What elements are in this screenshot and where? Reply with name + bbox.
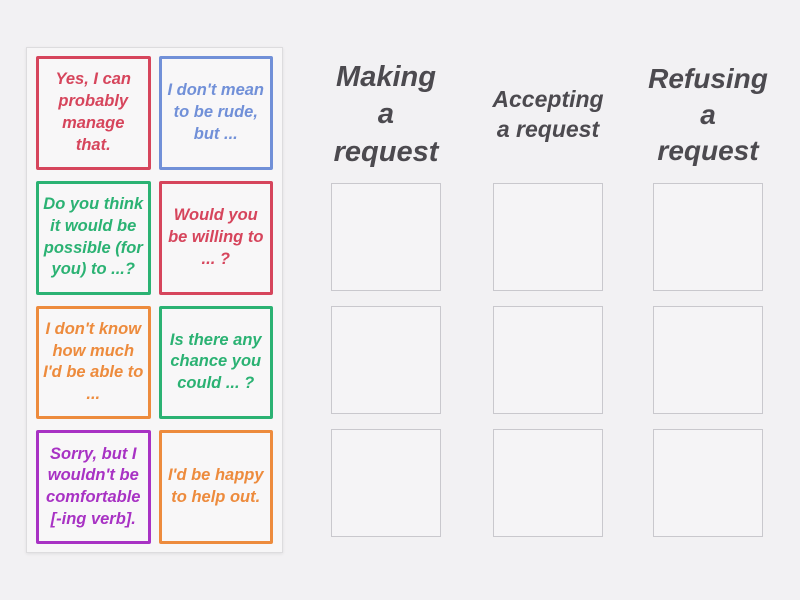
phrase-card[interactable]: Sorry, but I wouldn't be comfortable [-i…	[36, 430, 151, 544]
phrase-card[interactable]: Would you be willing to ... ?	[158, 180, 273, 295]
drop-zone[interactable]	[493, 429, 603, 537]
drop-zone[interactable]	[331, 429, 441, 537]
category-title-refusing-a-request: Refusing a request	[648, 63, 768, 166]
drop-zone[interactable]	[653, 429, 763, 537]
category-column-making-a-request: Making a request	[331, 47, 441, 552]
drop-zone[interactable]	[653, 306, 763, 414]
drop-zone[interactable]	[493, 183, 603, 291]
card-tray: Yes, I can probably manage that. I don't…	[26, 47, 283, 553]
category-column-accepting-a-request: Accepting a request	[492, 47, 604, 552]
phrase-card[interactable]: I'd be happy to help out.	[158, 430, 273, 544]
phrase-card[interactable]: Yes, I can probably manage that.	[36, 56, 151, 170]
category-column-refusing-a-request: Refusing a request	[648, 47, 768, 552]
drop-zone[interactable]	[653, 183, 763, 291]
drop-zone[interactable]	[493, 306, 603, 414]
drop-zone[interactable]	[331, 183, 441, 291]
category-title-accepting-a-request: Accepting a request	[492, 86, 604, 142]
drop-zone[interactable]	[331, 306, 441, 414]
phrase-card[interactable]: Is there any chance you could ... ?	[158, 305, 273, 420]
category-title-making-a-request: Making a request	[333, 61, 439, 168]
phrase-card[interactable]: Do you think it would be possible (for y…	[36, 180, 151, 295]
phrase-card[interactable]: I don't mean to be rude, but ...	[158, 56, 273, 170]
phrase-card[interactable]: I don't know how much I'd be able to ...	[36, 305, 151, 420]
